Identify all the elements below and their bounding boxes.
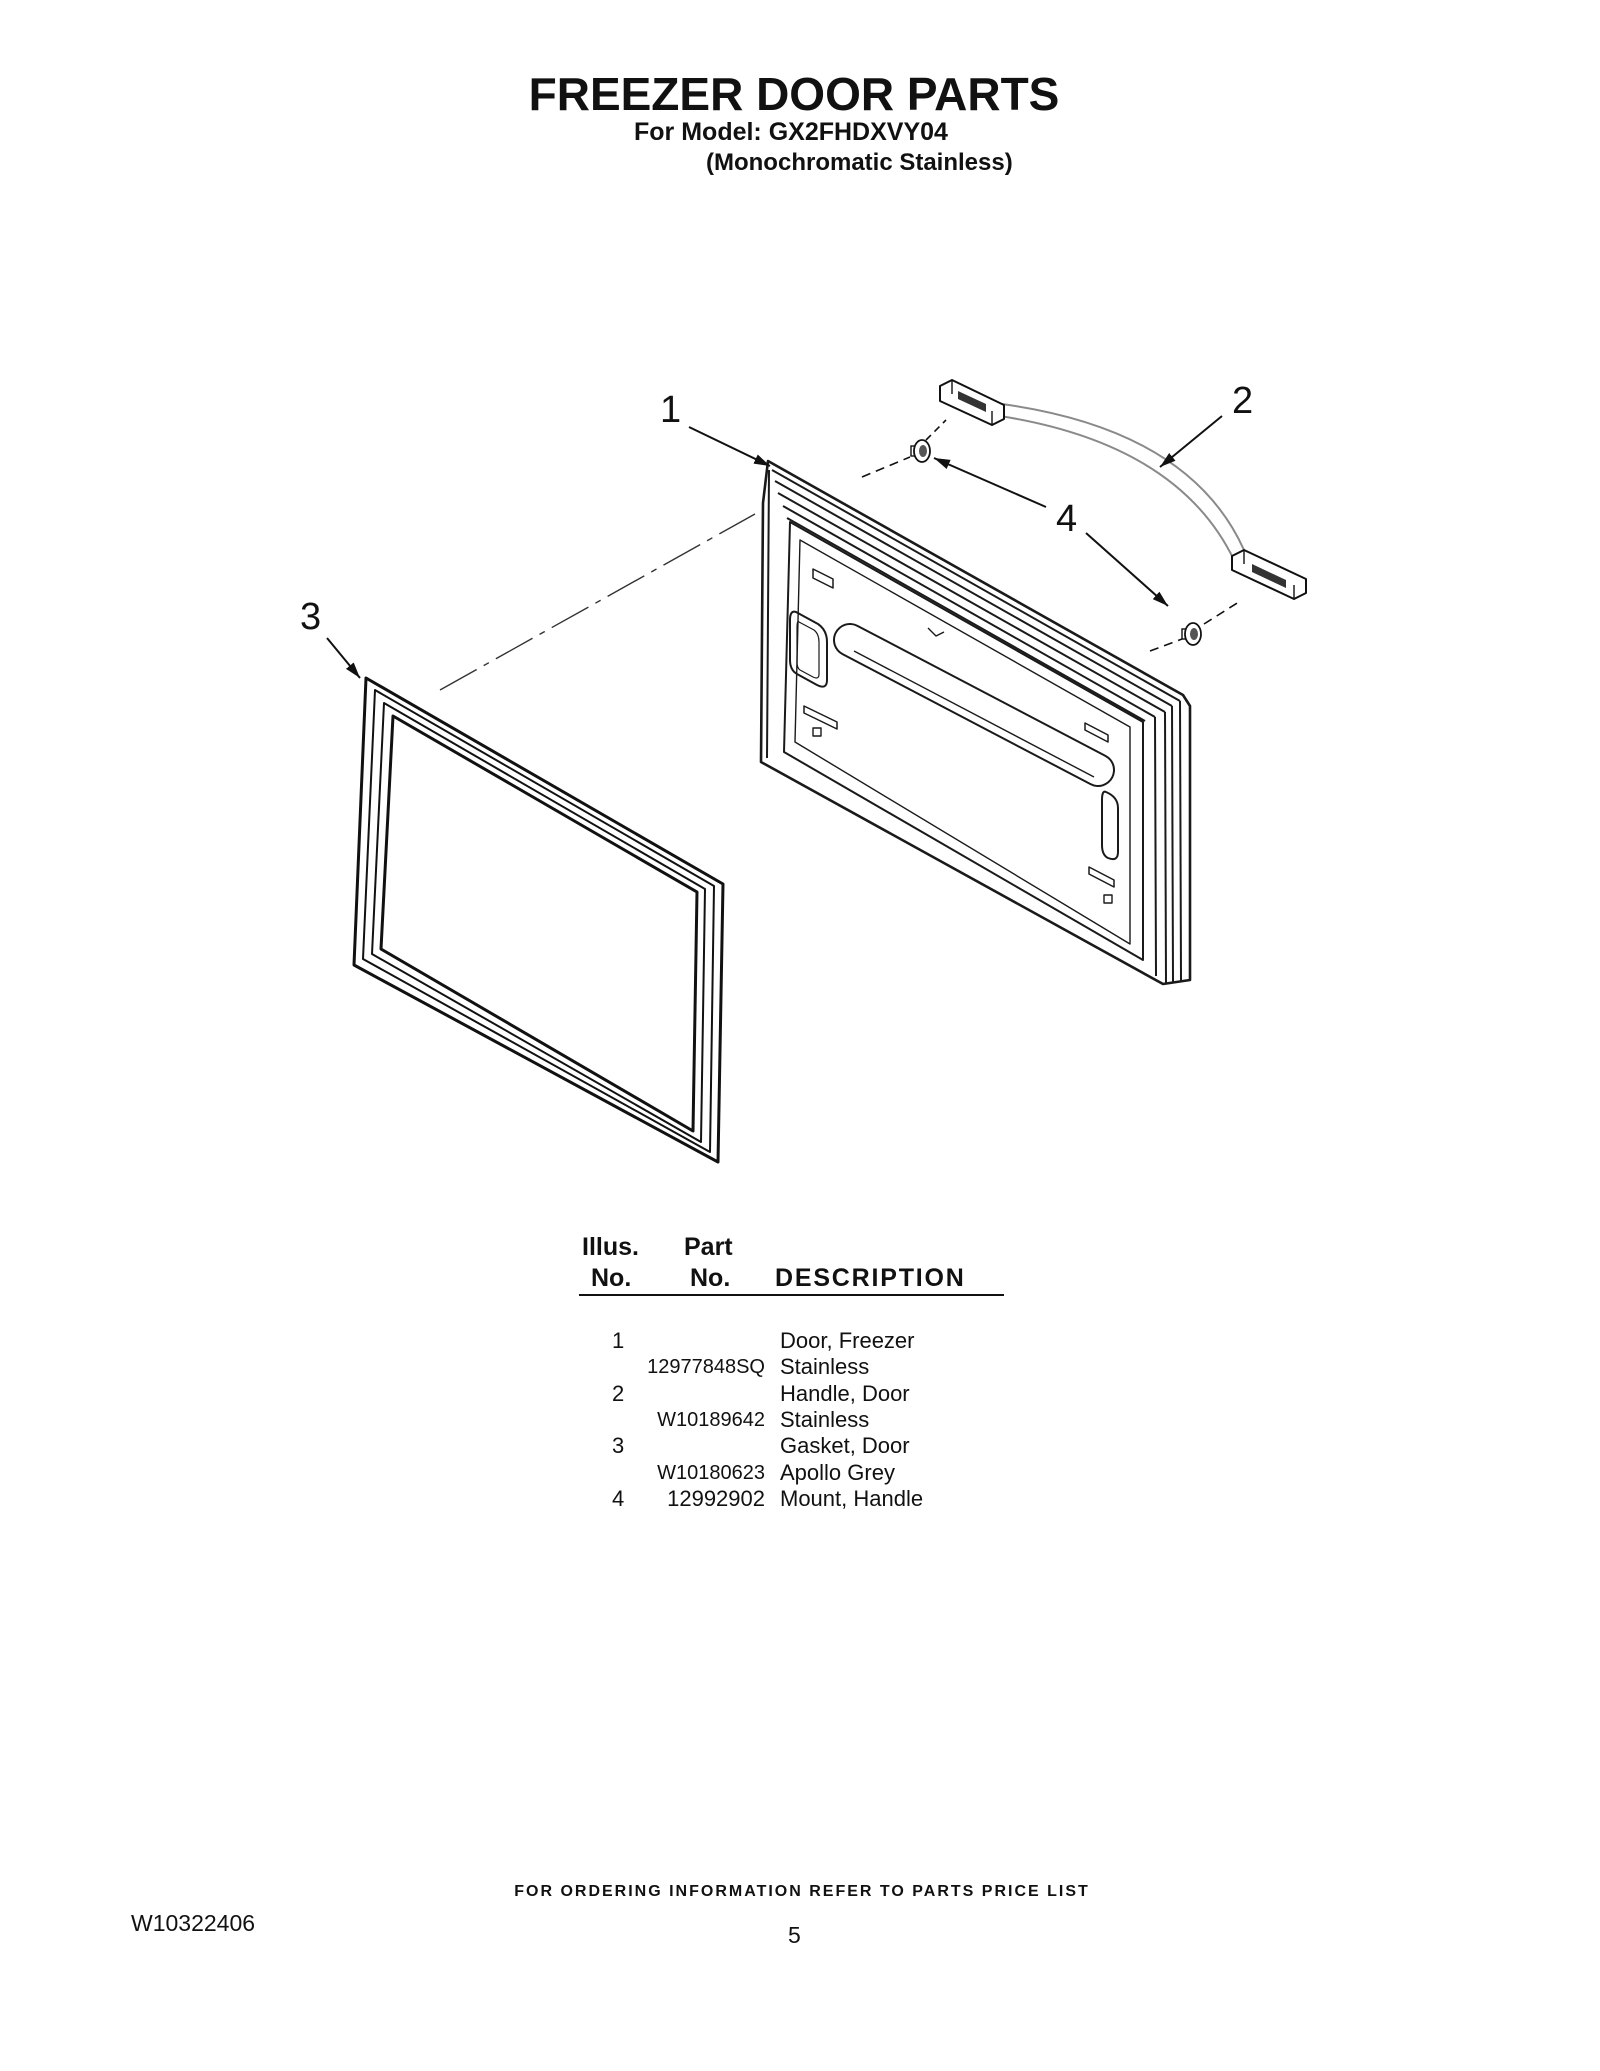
callout-arrow-door	[688, 426, 771, 467]
door-side-line	[1154, 716, 1157, 977]
liner-channel	[835, 625, 1113, 785]
callout-arrow-handle	[1159, 415, 1223, 468]
handle-mount-lower	[1181, 622, 1202, 646]
gasket-inner-edge	[379, 714, 699, 1133]
part-description: Stainless	[780, 1354, 870, 1379]
door-breaker-line	[777, 492, 1166, 713]
illus-number: 2	[612, 1381, 625, 1406]
callout-handle: 2	[1232, 380, 1254, 422]
liner-left-recess	[789, 610, 828, 688]
gasket-ring	[362, 689, 715, 1153]
table-row: W10189642 Stainless	[0, 1407, 1600, 1433]
door-breaker-line	[786, 517, 1146, 722]
callout-arrow-mount-upper	[933, 457, 1047, 508]
callout-arrow-gasket	[326, 637, 361, 679]
table-row: 1 Door, Freezer	[0, 1328, 1600, 1354]
part-number: W10189642	[657, 1409, 765, 1431]
door-breaker-line	[782, 505, 1156, 718]
door-side-line	[1171, 705, 1174, 983]
callout-door: 1	[660, 389, 682, 431]
table-row: 4 12992902 Mount, Handle	[0, 1486, 1600, 1512]
handle-end-cap-slot	[958, 391, 986, 412]
handle-end-cap-slot	[1252, 564, 1286, 588]
door-left-edge-line	[766, 469, 770, 759]
liner-notch	[927, 627, 945, 637]
assembly-line	[1203, 599, 1243, 625]
illus-number: 1	[612, 1328, 625, 1353]
illus-number: 4	[612, 1486, 625, 1511]
table-row: 2 Handle, Door	[0, 1381, 1600, 1407]
table-row: W10180623 Apollo Grey	[0, 1460, 1600, 1486]
handle-bar	[1001, 403, 1245, 551]
header-part-bottom: No.	[690, 1264, 731, 1292]
page-number: 5	[788, 1922, 801, 1948]
header-description: DESCRIPTION	[775, 1264, 966, 1292]
liner-bracket	[1088, 866, 1115, 888]
header-part-top: Part	[684, 1233, 733, 1261]
part-number: 12992902	[667, 1486, 765, 1511]
liner-screw-hole	[812, 727, 822, 737]
door-handle	[939, 379, 1307, 600]
door-liner	[783, 521, 1144, 961]
assembly-line	[925, 419, 947, 441]
model-line: For Model: GX2FHDXVY04	[634, 118, 948, 146]
part-number: 12977848SQ	[647, 1356, 765, 1378]
part-description: Mount, Handle	[780, 1486, 924, 1511]
part-description: Stainless	[780, 1407, 870, 1432]
header-illus-top: Illus.	[582, 1233, 639, 1261]
door-breaker-line	[774, 480, 1173, 707]
part-description: Gasket, Door	[780, 1433, 910, 1458]
handle-mount-upper	[910, 439, 931, 463]
part-description: Handle, Door	[780, 1381, 910, 1406]
liner-bracket	[812, 568, 834, 589]
liner-left-recess-inner	[796, 621, 820, 679]
door-breaker-line	[771, 469, 1181, 702]
door-side-line	[1164, 711, 1167, 984]
door-gasket	[352, 676, 725, 1164]
exploded-view-diagram	[326, 379, 1307, 1164]
header-illus-bottom: No.	[591, 1264, 632, 1292]
page-title: FREEZER DOOR PARTS	[528, 68, 1060, 120]
freezer-door	[759, 459, 1192, 986]
callout-gasket: 3	[300, 596, 322, 638]
liner-channel-depth	[853, 650, 1095, 778]
liner-bracket	[1084, 722, 1109, 743]
illus-number: 3	[612, 1433, 625, 1458]
assembly-line	[1149, 638, 1183, 652]
alignment-line	[439, 513, 756, 691]
part-number: W10180623	[657, 1462, 765, 1484]
callout-mount: 4	[1056, 498, 1078, 540]
assembly-line	[861, 456, 911, 478]
document-number: W10322406	[131, 1910, 256, 1936]
variant-line: (Monochromatic Stainless)	[706, 149, 1013, 176]
callout-arrow-mount-lower	[1085, 532, 1169, 607]
table-row: 3 Gasket, Door	[0, 1433, 1600, 1459]
liner-right-recess	[1101, 790, 1119, 861]
handle-bar	[999, 415, 1235, 561]
gasket-outer-edge	[352, 676, 725, 1164]
door-side-line	[1179, 700, 1182, 982]
ordering-note: FOR ORDERING INFORMATION REFER TO PARTS …	[514, 1883, 1090, 1900]
liner-bracket	[803, 705, 838, 730]
table-row: 12977848SQ Stainless	[0, 1354, 1600, 1380]
header-rule	[579, 1294, 1004, 1296]
gasket-ring	[371, 702, 706, 1143]
part-description: Door, Freezer	[780, 1328, 915, 1353]
liner-screw-hole	[1103, 894, 1113, 904]
part-description: Apollo Grey	[780, 1460, 895, 1485]
